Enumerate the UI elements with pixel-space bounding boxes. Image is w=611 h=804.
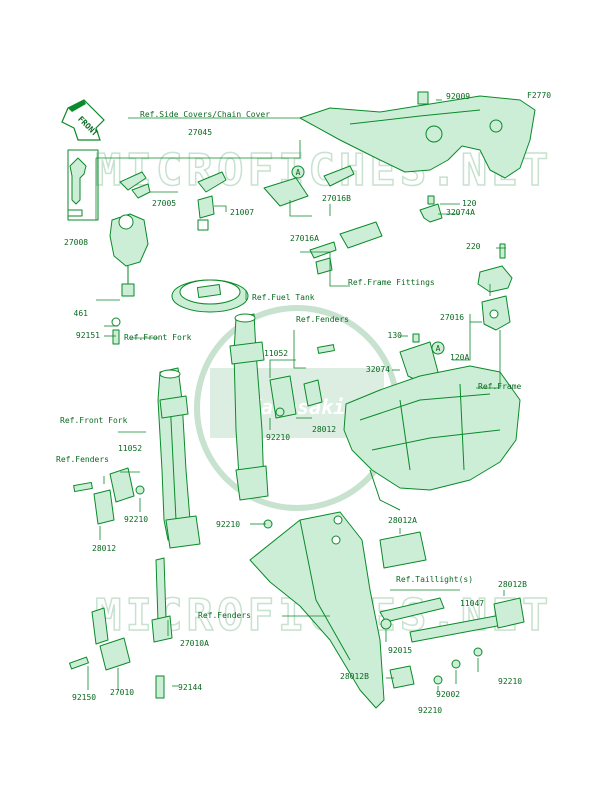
callout-label: 21007	[230, 208, 254, 217]
figure-code: F2770	[527, 91, 551, 100]
marker-a-top	[291, 165, 305, 179]
bolt-92009	[417, 91, 429, 105]
svg-text:A: A	[296, 168, 301, 177]
callout-label: Ref.Fenders	[198, 611, 251, 620]
callout-label: 28012	[312, 425, 336, 434]
seat-lock-part	[263, 177, 309, 207]
connector	[121, 283, 135, 297]
watermark-text-top: MICROFICHES.NET	[95, 145, 552, 196]
svg-text:A: A	[436, 344, 441, 353]
callout-label: 27008	[64, 238, 88, 247]
frame-fitting-part	[477, 265, 513, 293]
callout-label: Ref.Taillight(s)	[396, 575, 473, 584]
nut-92210-d	[135, 485, 145, 495]
key-part	[69, 157, 87, 205]
license-bracket-11047	[379, 597, 445, 623]
bolt-220	[499, 243, 506, 259]
callout-label: 27016A	[290, 234, 319, 243]
nut-92210-e	[275, 407, 285, 417]
callout-label: Ref.Fuel Tank	[252, 293, 315, 302]
callout-label: 28012B	[498, 580, 527, 589]
screw-92150	[69, 656, 89, 670]
leader-lines	[87, 99, 506, 692]
callout-label: Ref.Fenders	[56, 455, 109, 464]
callout-labels: Ref.Side Covers/Chain Cover 27045 27005 210…	[56, 92, 527, 715]
switch-27010	[99, 637, 131, 671]
callout-label: 92002	[436, 690, 460, 699]
callout-label: Ref.Front Fork	[124, 333, 192, 342]
watermark-logo-text: Kawasaki	[248, 395, 345, 419]
callout-label: 28012A	[388, 516, 417, 525]
callout-label: 92210	[266, 433, 290, 442]
rear-fender-part	[249, 511, 385, 709]
callout-label: 120	[462, 199, 477, 208]
parts	[67, 91, 536, 709]
callout-label: 27010A	[180, 639, 209, 648]
callout-label: Ref.Frame Fittings	[348, 278, 435, 287]
reflector-28012b	[493, 597, 525, 629]
callout-label: 32074A	[446, 208, 475, 217]
reflector-28012b-lower	[389, 665, 415, 689]
bracket-11052-right	[269, 375, 297, 419]
bracket-11052-left	[109, 467, 135, 503]
nut-92210-b	[473, 647, 483, 657]
callout-label: 27045	[188, 128, 212, 137]
callout-label: 32074	[366, 365, 390, 374]
callout-label: 11047	[460, 599, 484, 608]
callout-label: 11052	[264, 349, 288, 358]
callout-label: 28012B	[340, 672, 369, 681]
callout-label: 92009	[446, 92, 470, 101]
side-cover-part	[299, 95, 536, 179]
bracket-32074a	[419, 203, 443, 223]
switch-27010a	[155, 557, 167, 623]
callout-label: 220	[466, 242, 481, 251]
nut-92002	[451, 659, 461, 669]
marker-a-right	[431, 341, 445, 355]
callout-label: 27016	[440, 313, 464, 322]
callout-label: 92210	[216, 520, 240, 529]
cover-grommet	[425, 125, 443, 143]
callout-label: 120A	[450, 353, 469, 362]
callout-label: Ref.Fenders	[296, 315, 349, 324]
callout-label: Ref.Side Covers/Chain Cover	[140, 110, 270, 119]
callout-label: 27010	[110, 688, 134, 697]
reflector-28012a	[379, 531, 427, 569]
nut-92015	[380, 618, 392, 630]
front-arrow-icon: FRONT	[61, 99, 105, 141]
marker-letters: A A	[296, 168, 441, 353]
callout-label: Ref.Front Fork	[60, 416, 128, 425]
reflector-28012-right	[303, 379, 323, 407]
fork-lower-right	[235, 465, 269, 501]
lock-27045	[197, 171, 227, 193]
ignition-switch-part	[109, 213, 149, 267]
callout-label: 27016B	[322, 194, 351, 203]
callout-label: 92210	[418, 706, 442, 715]
lock-27005	[119, 171, 147, 191]
callout-label: 92150	[72, 693, 96, 702]
callout-label: 92210	[124, 515, 148, 524]
fork-lower-left	[165, 515, 201, 549]
callout-label: 92144	[178, 683, 202, 692]
callout-label: Ref.Frame	[478, 382, 522, 391]
lock-27016b	[339, 221, 383, 249]
callout-label: 92210	[498, 677, 522, 686]
callout-label: 130	[388, 331, 403, 340]
clip-92144	[155, 675, 165, 699]
callout-label: 27005	[152, 199, 176, 208]
callout-label: 11052	[118, 444, 142, 453]
reflector-28012-left	[93, 489, 115, 525]
nut-92210-c	[433, 675, 443, 685]
callout-label: 28012	[92, 544, 116, 553]
callout-label: 92151	[76, 331, 100, 340]
frame-part	[343, 365, 521, 491]
callout-label: 92015	[388, 646, 412, 655]
screw-92151	[112, 329, 120, 345]
callout-label: 461	[74, 309, 89, 318]
